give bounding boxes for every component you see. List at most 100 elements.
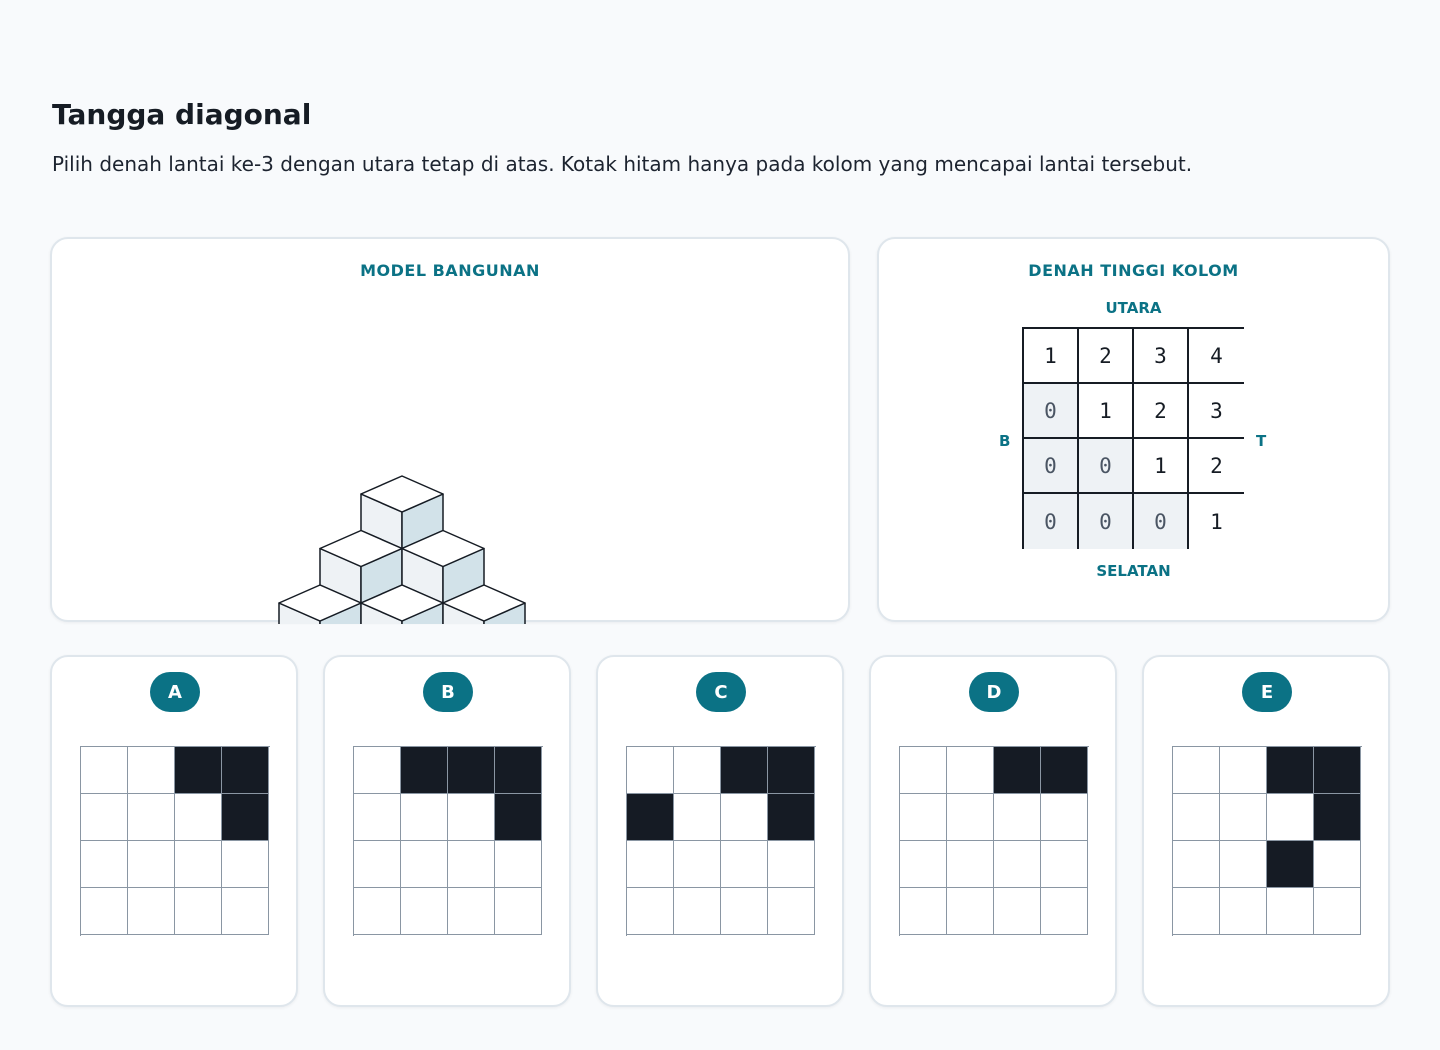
height-cell: 4 <box>1189 329 1244 384</box>
empty-cell <box>128 794 175 841</box>
empty-cell <box>674 794 721 841</box>
filled-cell <box>994 747 1041 794</box>
empty-cell <box>448 841 495 888</box>
filled-cell <box>401 747 448 794</box>
empty-cell <box>222 888 269 935</box>
height-cell: 1 <box>1079 384 1134 439</box>
empty-cell <box>401 888 448 935</box>
empty-cell <box>401 841 448 888</box>
empty-cell <box>900 747 947 794</box>
filled-cell <box>222 794 269 841</box>
option-badge: B <box>423 672 473 712</box>
empty-cell <box>495 888 542 935</box>
empty-cell <box>947 794 994 841</box>
option-badge: A <box>150 672 200 712</box>
empty-cell <box>495 841 542 888</box>
empty-cell <box>128 841 175 888</box>
filled-cell <box>768 794 815 841</box>
empty-cell <box>81 747 128 794</box>
option-badge: E <box>1242 672 1292 712</box>
empty-cell <box>674 888 721 935</box>
empty-cell <box>128 888 175 935</box>
option-badge: D <box>969 672 1019 712</box>
height-cell: 2 <box>1079 329 1134 384</box>
empty-cell <box>354 747 401 794</box>
empty-cell <box>1220 747 1267 794</box>
option-a[interactable]: A <box>50 655 298 1007</box>
empty-cell <box>1041 888 1088 935</box>
empty-cell <box>1267 888 1314 935</box>
filled-cell <box>1314 747 1361 794</box>
empty-cell <box>674 747 721 794</box>
height-cell: 2 <box>1134 384 1189 439</box>
empty-cell <box>1220 888 1267 935</box>
empty-cell <box>354 841 401 888</box>
option-c[interactable]: C <box>596 655 844 1007</box>
empty-cell <box>1220 841 1267 888</box>
filled-cell <box>1267 841 1314 888</box>
filled-cell <box>1267 747 1314 794</box>
height-map-title: DENAH TINGGI KOLOM <box>1028 261 1239 280</box>
south-label: SELATAN <box>1096 562 1171 580</box>
empty-cell <box>768 841 815 888</box>
empty-cell <box>721 888 768 935</box>
empty-cell <box>222 841 269 888</box>
empty-cell <box>900 841 947 888</box>
height-cell: 0 <box>1079 494 1134 549</box>
height-cell: 0 <box>1024 384 1079 439</box>
filled-cell <box>175 747 222 794</box>
empty-cell <box>1314 888 1361 935</box>
empty-cell <box>81 794 128 841</box>
height-cell: 0 <box>1079 439 1134 494</box>
empty-cell <box>627 841 674 888</box>
empty-cell <box>175 794 222 841</box>
filled-cell <box>495 747 542 794</box>
option-b[interactable]: B <box>323 655 571 1007</box>
filled-cell <box>627 794 674 841</box>
height-cell: 0 <box>1024 494 1079 549</box>
empty-cell <box>627 747 674 794</box>
empty-cell <box>1173 747 1220 794</box>
empty-cell <box>1220 794 1267 841</box>
empty-cell <box>1314 841 1361 888</box>
cube-top-face <box>442 584 526 622</box>
empty-cell <box>947 888 994 935</box>
model-panel: MODEL BANGUNAN <box>50 237 850 624</box>
empty-cell <box>947 747 994 794</box>
empty-cell <box>768 888 815 935</box>
floor-plan-grid <box>353 746 543 936</box>
height-cell: 1 <box>1134 439 1189 494</box>
height-cell: 3 <box>1134 329 1189 384</box>
empty-cell <box>1267 794 1314 841</box>
isometric-model <box>278 475 526 624</box>
empty-cell <box>448 794 495 841</box>
option-e[interactable]: E <box>1142 655 1390 1007</box>
empty-cell <box>354 794 401 841</box>
height-cell: 0 <box>1134 494 1189 549</box>
cube-top-face <box>319 529 403 568</box>
option-d[interactable]: D <box>869 655 1117 1007</box>
empty-cell <box>401 794 448 841</box>
height-cell: 1 <box>1189 494 1244 549</box>
cube-top-face <box>360 475 444 513</box>
floor-plan-grid <box>899 746 1089 936</box>
empty-cell <box>994 841 1041 888</box>
empty-cell <box>175 888 222 935</box>
empty-cell <box>1173 841 1220 888</box>
height-cell: 3 <box>1189 384 1244 439</box>
empty-cell <box>1041 794 1088 841</box>
floor-plan-grid <box>80 746 270 936</box>
option-badge: C <box>696 672 746 712</box>
filled-cell <box>721 747 768 794</box>
floor-plan-grid <box>1172 746 1362 936</box>
empty-cell <box>128 747 175 794</box>
filled-cell <box>222 747 269 794</box>
cube-top-face <box>278 584 362 622</box>
model-panel-title: MODEL BANGUNAN <box>360 261 540 280</box>
empty-cell <box>354 888 401 935</box>
empty-cell <box>175 841 222 888</box>
filled-cell <box>1041 747 1088 794</box>
floor-plan-grid <box>626 746 816 936</box>
filled-cell <box>448 747 495 794</box>
